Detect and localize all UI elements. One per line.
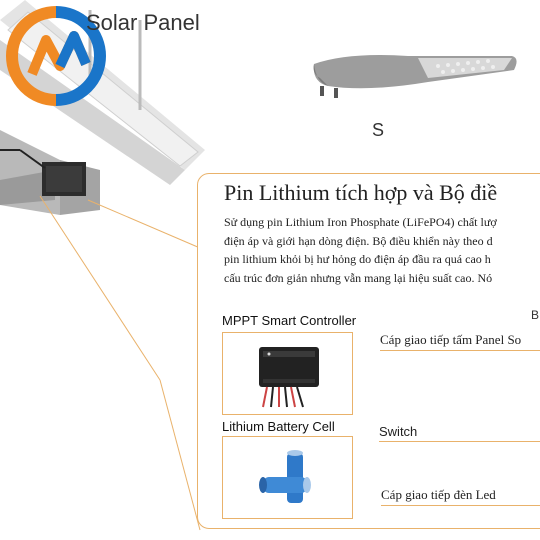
solar-cable-label: Cáp giao tiếp tấm Panel So bbox=[380, 332, 540, 351]
description-line: pin lithium khỏi bị hư hỏng do điện áp đ… bbox=[224, 252, 491, 266]
description-line: điện áp và giới hạn dòng điện. Bộ điều k… bbox=[224, 233, 493, 248]
solar-panel-label: Solar Panel bbox=[86, 10, 200, 35]
switch-label: Switch bbox=[379, 424, 540, 442]
description-line: cấu trúc đơn giản nhưng vẫn mang lại hiệ… bbox=[224, 270, 493, 285]
controller-label: MPPT Smart Controller bbox=[222, 313, 357, 328]
street-lamp-image bbox=[313, 55, 517, 98]
description-line: Sử dụng pin Lithium Iron Phosphate (LiFe… bbox=[224, 215, 497, 229]
card-description: Sử dụng pin Lithium Iron Phosphate (LiFe… bbox=[224, 213, 540, 287]
controller-image bbox=[259, 347, 319, 408]
battery-image bbox=[259, 450, 311, 503]
corner-letter: B bbox=[531, 308, 540, 322]
brand-logo-icon bbox=[6, 6, 106, 106]
card-title: Pin Lithium tích hợp và Bộ điề bbox=[224, 180, 498, 205]
lamp-size-label: S bbox=[372, 120, 385, 140]
battery-image-box bbox=[222, 436, 353, 519]
led-cable-label: Cáp giao tiếp đèn Led bbox=[381, 487, 540, 506]
controller-image-box bbox=[222, 332, 353, 415]
battery-label: Lithium Battery Cell bbox=[222, 419, 335, 434]
